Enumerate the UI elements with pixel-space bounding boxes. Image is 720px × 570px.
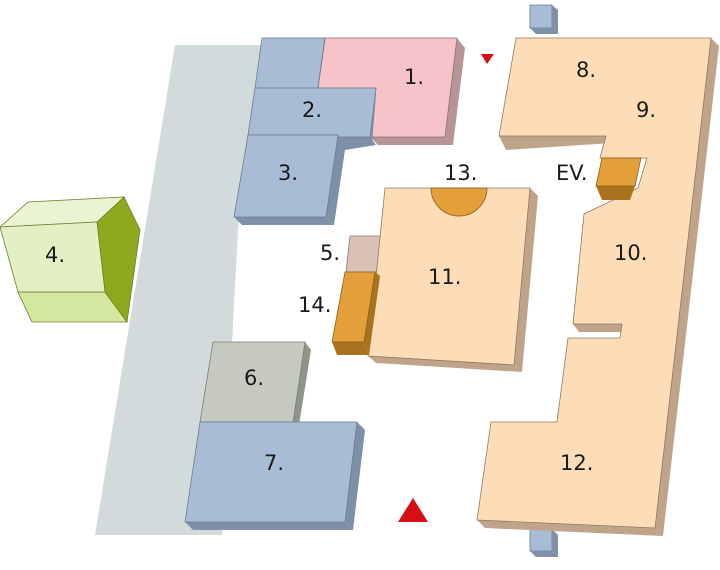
building-5-label: 5.: [320, 241, 340, 265]
building-4-label: 4.: [45, 243, 65, 267]
building-7[interactable]: 7.: [184, 421, 365, 530]
connector-top: [529, 4, 558, 34]
building-1-label: 1.: [404, 65, 424, 89]
building-6-label: 6.: [244, 366, 264, 390]
building-2[interactable]: 2.: [247, 37, 377, 150]
building-12-label: 12.: [560, 451, 593, 475]
building-2-label: 2.: [302, 98, 322, 122]
building-10-label: 10.: [614, 241, 647, 265]
building-11-label: 11.: [428, 265, 461, 289]
building-11[interactable]: 11.: [367, 187, 538, 372]
entrance-marker-north: [481, 54, 494, 64]
elevator-label: EV.: [556, 161, 588, 185]
elevator[interactable]: EV.: [556, 157, 642, 200]
building-east[interactable]: 8. 9. 10. 12.: [476, 37, 719, 536]
building-13-label: 13.: [444, 161, 477, 185]
building-4[interactable]: 4.: [0, 196, 141, 324]
building-8-label: 8.: [576, 58, 596, 82]
building-3[interactable]: 3.: [233, 134, 346, 225]
building-5[interactable]: 5.: [320, 235, 383, 273]
building-7-label: 7.: [264, 451, 284, 475]
building-6[interactable]: 6.: [199, 341, 311, 425]
building-13[interactable]: 13.: [430, 161, 488, 217]
building-14-label: 14.: [298, 293, 331, 317]
connector-bottom: [529, 528, 558, 557]
entrance-marker-south: [398, 498, 428, 522]
building-9-label: 9.: [636, 98, 656, 122]
building-3-label: 3.: [278, 161, 298, 185]
building-14[interactable]: 14.: [298, 271, 380, 355]
